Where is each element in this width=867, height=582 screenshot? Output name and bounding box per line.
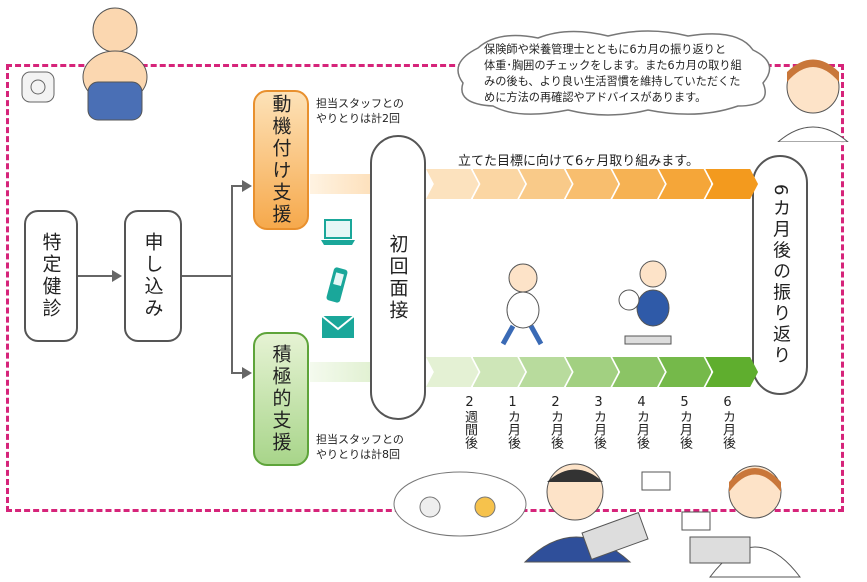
arrow-segment <box>426 357 479 387</box>
arrow-head <box>242 180 252 192</box>
connector <box>182 275 232 277</box>
box-label: 積極的支援 <box>269 344 292 454</box>
connector <box>231 185 233 373</box>
arrow-head <box>112 270 122 282</box>
arrow-segment <box>519 357 572 387</box>
note-line: 担当スタッフとの <box>316 97 404 110</box>
arrow-segment <box>658 169 712 199</box>
box-label: 申し込み <box>141 232 164 320</box>
arrow-segment <box>472 357 526 387</box>
speech-bubble <box>457 30 771 116</box>
connector <box>78 275 114 277</box>
arrow-segment <box>565 357 619 387</box>
tape-measure-icon <box>21 71 55 103</box>
box-active-support: 積極的支援 <box>253 332 309 466</box>
box-apply: 申し込み <box>124 210 182 342</box>
envelope-icon <box>321 315 355 338</box>
overweight-man-illustration <box>82 7 148 121</box>
arrow-segment <box>426 169 479 199</box>
green-progress-arrow <box>426 357 759 387</box>
timeline-label: 1カ月後 <box>505 395 520 449</box>
motivation-contacts-note: 担当スタッフとの やりとりは計2回 <box>316 96 404 126</box>
arrow-segment <box>519 169 572 199</box>
counseling-illustration <box>393 463 802 578</box>
box-label: 特定健診 <box>39 232 62 320</box>
timeline-label: 4カ月後 <box>634 395 649 449</box>
box-label: 初回面接 <box>386 233 409 322</box>
speech-bubble-text: 保険師や栄養管理士とともに6カ月の振り返りと 体重･胸囲のチェックをします。また… <box>484 42 754 106</box>
connector <box>231 185 243 187</box>
note-line: やりとりは計8回 <box>316 448 400 461</box>
timeline-label: 2カ月後 <box>548 395 563 449</box>
arrow-segment <box>472 169 526 199</box>
laptop-icon <box>321 219 355 245</box>
box-health-check: 特定健診 <box>24 210 78 342</box>
note-line: 担当スタッフとの <box>316 433 404 446</box>
box-review: 6カ月後の振り返り <box>752 155 808 395</box>
arrow-segment <box>658 357 712 387</box>
box-label: 動機付け支援 <box>269 94 292 226</box>
arrow-segment <box>705 169 759 199</box>
timeline-label: 6カ月後 <box>720 395 735 449</box>
jogging-person-illustration <box>500 263 544 346</box>
goal-text: 立てた目標に向けて6ヶ月取り組みます。 <box>458 154 699 169</box>
arrow-segment <box>565 169 619 199</box>
note-line: やりとりは計2回 <box>316 112 400 125</box>
mobile-phone-icon <box>326 267 348 303</box>
person-on-scale-illustration <box>618 260 672 345</box>
timeline-label: 2週間後 <box>462 395 477 449</box>
connector <box>231 372 243 374</box>
bubble-line: 保険師や栄養管理士とともに6カ月の振り返りと <box>484 43 727 56</box>
arrow-segment <box>612 169 665 199</box>
bubble-line: みの後も、より良い生活習慣を維持していただくた <box>484 75 741 88</box>
timeline-labels: 2週間後 1カ月後 2カ月後 3カ月後 4カ月後 5カ月後 6カ月後 <box>436 395 737 449</box>
orange-band-start <box>310 174 370 194</box>
box-motivation-support: 動機付け支援 <box>253 90 309 230</box>
nurse-illustration <box>777 59 849 142</box>
arrow-head <box>242 367 252 379</box>
active-contacts-note: 担当スタッフとの やりとりは計8回 <box>316 432 404 462</box>
green-band-start <box>310 362 370 382</box>
timeline-label: 3カ月後 <box>591 395 606 449</box>
arrow-segment <box>612 357 665 387</box>
box-first-interview: 初回面接 <box>370 135 426 420</box>
timeline-label: 5カ月後 <box>677 395 692 449</box>
bubble-line: めに方法の再確認やアドバイスがあります。 <box>484 91 707 104</box>
orange-progress-arrow <box>426 169 759 199</box>
box-label: 6カ月後の振り返り <box>770 183 791 367</box>
bubble-line: 体重･胸囲のチェックをします。また6カ月の取り組 <box>484 59 742 72</box>
arrow-segment <box>705 357 759 387</box>
